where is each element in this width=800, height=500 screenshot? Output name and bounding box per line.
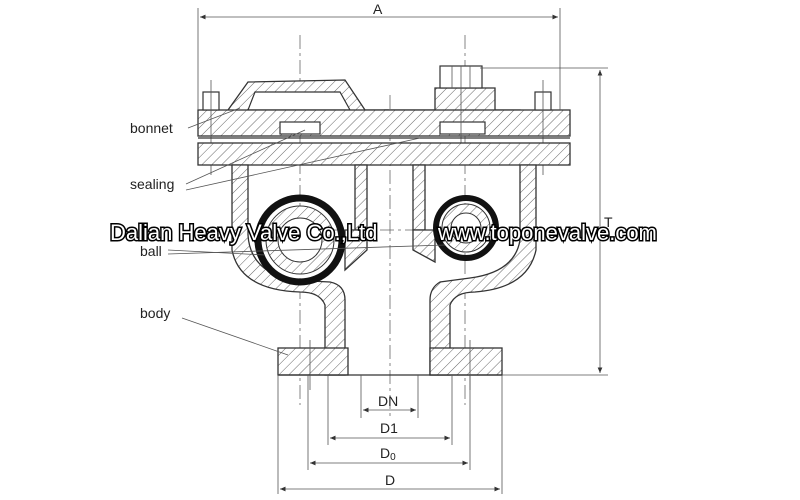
dimension-T: T	[480, 67, 613, 376]
bonnet-part	[197, 79, 571, 137]
bolt-center	[439, 65, 483, 150]
bolt-left	[202, 80, 220, 175]
body-part	[231, 164, 537, 376]
body-bottom-flange	[277, 340, 503, 390]
watermark-website: www.toponevalve.com	[437, 220, 657, 245]
label-ball: ball	[140, 243, 162, 259]
label-bonnet: bonnet	[130, 120, 173, 136]
dim-label-T: T	[604, 214, 613, 230]
dimension-A: A	[197, 1, 561, 110]
label-body: body	[140, 305, 170, 321]
dim-label-D1: D1	[380, 420, 398, 436]
dim-label-D: D	[385, 472, 395, 488]
dimension-D0: D0	[307, 375, 471, 470]
ball-right	[433, 195, 499, 261]
dimension-DN: DN	[360, 375, 419, 418]
ball-left	[254, 194, 346, 286]
body-upper-flange	[197, 137, 571, 166]
dim-label-A: A	[373, 1, 383, 17]
label-sealing: sealing	[130, 176, 174, 192]
dim-label-DN: DN	[378, 393, 398, 409]
bolt-right	[534, 80, 552, 175]
dim-label-D0: D0	[380, 445, 396, 463]
watermark-company: Dalian Heavy Valve Co.,Ltd	[110, 220, 377, 245]
dimension-D1: D1	[327, 375, 453, 445]
dimension-D: D	[277, 375, 503, 494]
leader-lines	[167, 107, 446, 356]
